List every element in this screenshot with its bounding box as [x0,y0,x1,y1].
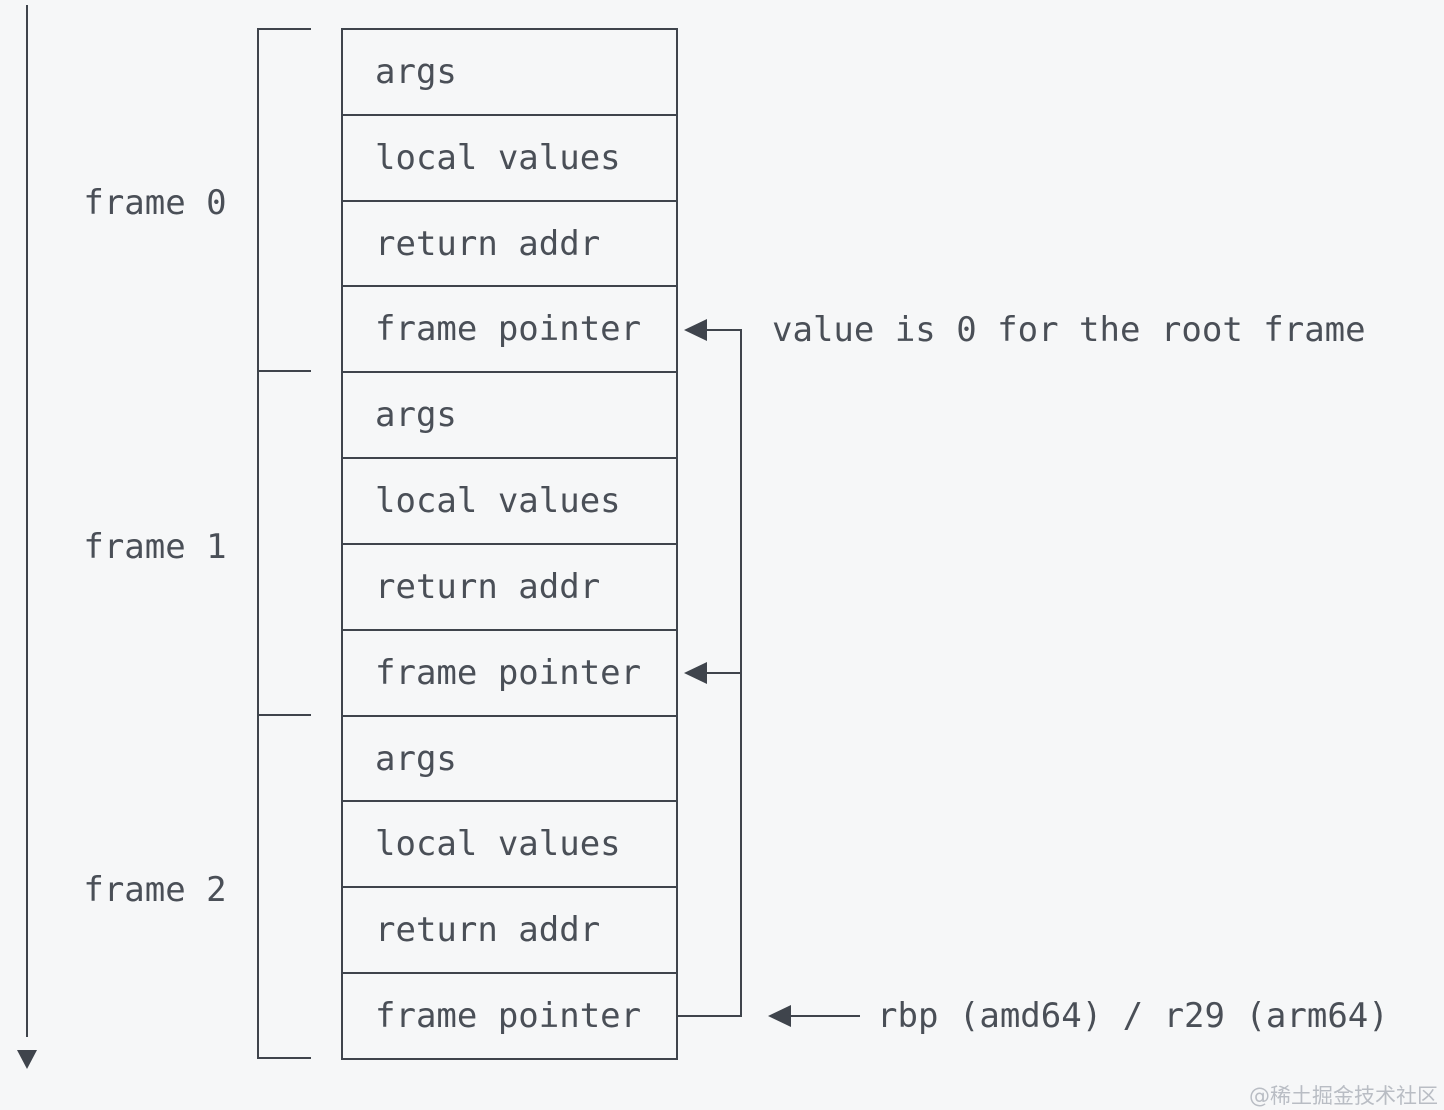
stack-cell-frame2-args: args [343,717,676,803]
frame-1-label: frame 1 [83,527,227,567]
stack-cell-frame2-local-values: local values [343,802,676,889]
register-arrow-shaft [790,1015,860,1017]
stack-cell-frame0-frame-pointer: frame pointer [343,287,676,374]
frame-bracket-tick-top [257,28,311,30]
stack-cell-frame2-frame-pointer: frame pointer [375,996,642,1037]
stack-cell-frame0-local-values: local values [343,116,676,202]
register-note: rbp (amd64) / r29 (arm64) [877,996,1389,1036]
left-arrowhead-frame0-icon [684,319,707,341]
fp-chain-arrow-frame0-shaft [704,329,742,331]
frame-2-label: frame 2 [83,870,227,910]
frame-bracket-tick-frame1-frame2 [257,714,311,716]
stack-cell-frame1-return-addr: return addr [343,545,676,631]
frame-bracket-tick-frame0-frame1 [257,370,311,372]
stack-cell-frame2-return-addr: return addr [343,888,676,975]
stack-cell-frame0-return-addr: return addr [343,202,676,288]
frame-0-label: frame 0 [83,183,227,223]
left-arrowhead-frame1-icon [684,662,707,684]
down-arrowhead-icon [17,1050,37,1069]
stack-table: args local values return addr frame poin… [341,28,678,1060]
stack-cell-frame0-args: args [343,30,676,116]
frame-bracket-tick-bottom [257,1057,311,1059]
stack-growth-line [26,5,28,1037]
root-frame-note: value is 0 for the root frame [772,310,1366,350]
fp-chain-exit-segment [677,1015,742,1017]
stack-cell-frame1-local-values: local values [343,459,676,545]
fp-chain-arrow-frame1-shaft [704,672,742,674]
left-arrowhead-register-icon [768,1005,791,1027]
frame-bracket-line [257,28,259,1059]
stack-cell-frame1-frame-pointer: frame pointer [343,631,676,717]
stack-cell-frame1-args: args [343,373,676,460]
watermark: @稀土掘金技术社区 [1249,1084,1438,1108]
